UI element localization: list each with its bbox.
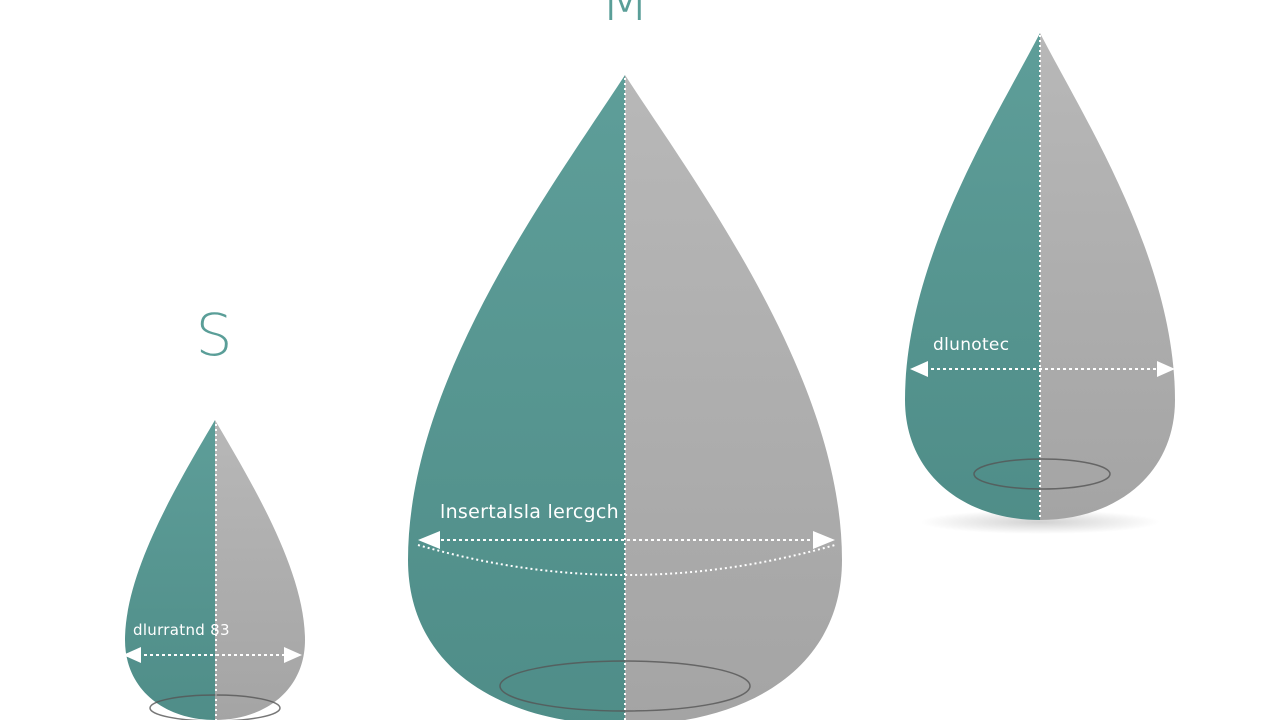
drop-medium-width-arrow bbox=[417, 531, 836, 576]
drop-small: dlurratnd 83 bbox=[123, 420, 305, 720]
drop-small-teal-half bbox=[125, 420, 215, 720]
drop-medium-gray-half bbox=[625, 75, 842, 720]
drop-medium: lnsertalsla lercgch bbox=[408, 75, 842, 720]
size-label-medium: M bbox=[600, 0, 650, 34]
drop-large-teal-half bbox=[905, 33, 1040, 520]
drop-large-measure-label: dlunotec bbox=[933, 335, 1009, 355]
drop-large-width-arrow bbox=[910, 361, 1175, 377]
drop-large: dlunotec bbox=[905, 33, 1175, 534]
drop-small-base-ring bbox=[149, 694, 281, 720]
drop-medium-base-ring bbox=[499, 660, 751, 712]
size-label-small: S bbox=[196, 301, 233, 369]
drop-medium-teal-half bbox=[408, 75, 625, 720]
drop-medium-circumference-guide bbox=[417, 544, 836, 576]
drop-small-width-arrow bbox=[123, 647, 302, 663]
drop-small-measure-label: dlurratnd 83 bbox=[133, 621, 230, 639]
drop-large-shadow bbox=[920, 510, 1160, 534]
drop-medium-measure-label: lnsertalsla lercgch bbox=[440, 501, 619, 523]
drop-large-base-ring bbox=[973, 458, 1111, 490]
drop-large-gray-half bbox=[1040, 33, 1175, 520]
drop-small-gray-half bbox=[215, 420, 305, 720]
